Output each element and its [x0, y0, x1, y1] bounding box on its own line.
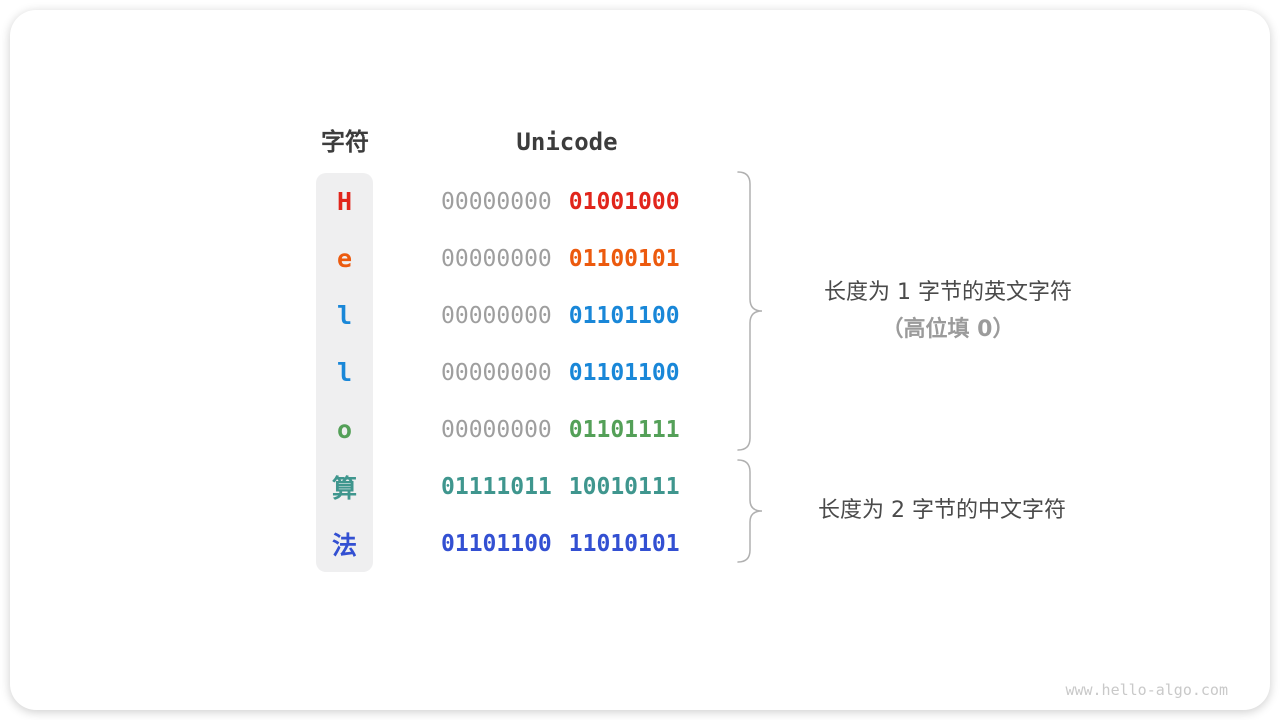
unicode-cell: 00000000 01101111	[441, 417, 680, 443]
char-cell: 算	[331, 473, 357, 503]
table-row: l 00000000 01101100	[10, 287, 770, 344]
table-header: 字符 Unicode	[10, 126, 1270, 158]
table-row: e 00000000 01100101	[10, 230, 770, 287]
char-column-header: 字符	[321, 128, 369, 156]
annotation-chinese-group: 长度为 2 字节的中文字符	[781, 497, 1103, 525]
byte-low: 11010101	[568, 530, 680, 557]
annotation-english-line1: 长度为 1 字节的英文字符	[824, 280, 1072, 305]
byte-low: 01100101	[568, 245, 680, 272]
unicode-cell: 00000000 01001000	[441, 189, 680, 215]
byte-high: 00000000	[441, 302, 552, 329]
char-cell: e	[336, 244, 353, 273]
diagram-card: 字符 Unicode H 00000000 01001000 e 0000000…	[10, 10, 1270, 710]
table-row: H 00000000 01001000	[10, 173, 770, 230]
char-cell: o	[336, 415, 353, 444]
table-row: 法 01101100 11010101	[10, 515, 770, 572]
char-cell: l	[336, 301, 353, 330]
encoding-table: H 00000000 01001000 e 00000000 01100101 …	[10, 173, 770, 572]
unicode-cell: 00000000 01101100	[441, 303, 680, 329]
byte-high: 01101100	[441, 530, 552, 557]
brace-english-group	[737, 171, 763, 451]
byte-low: 01101111	[568, 416, 680, 443]
table-row: l 00000000 01101100	[10, 344, 770, 401]
watermark: www.hello-algo.com	[1065, 681, 1228, 699]
grouping-braces	[737, 171, 763, 563]
unicode-column-header: Unicode	[516, 128, 618, 156]
unicode-cell: 01101100 11010101	[441, 531, 680, 557]
annotation-english-line2: （高位填 0）	[881, 317, 1015, 342]
unicode-cell: 01111011 10010111	[441, 474, 680, 500]
byte-low: 01101100	[568, 302, 680, 329]
annotation-chinese-line1: 长度为 2 字节的中文字符	[818, 498, 1066, 523]
byte-high: 00000000	[441, 245, 552, 272]
byte-low: 01001000	[568, 188, 680, 215]
byte-high: 00000000	[441, 359, 552, 386]
byte-low: 10010111	[568, 473, 680, 500]
byte-high: 00000000	[441, 188, 552, 215]
annotation-english-group: 长度为 1 字节的英文字符 （高位填 0）	[787, 275, 1109, 349]
unicode-cell: 00000000 01100101	[441, 246, 680, 272]
char-cell: 法	[331, 530, 357, 560]
byte-high: 01111011	[441, 473, 552, 500]
brace-chinese-group	[737, 459, 763, 563]
char-cell: l	[336, 358, 353, 387]
char-column-background	[316, 173, 373, 572]
table-row: o 00000000 01101111	[10, 401, 770, 458]
unicode-cell: 00000000 01101100	[441, 360, 680, 386]
table-row: 算 01111011 10010111	[10, 458, 770, 515]
byte-high: 00000000	[441, 416, 552, 443]
byte-low: 01101100	[568, 359, 680, 386]
char-cell: H	[336, 187, 353, 216]
